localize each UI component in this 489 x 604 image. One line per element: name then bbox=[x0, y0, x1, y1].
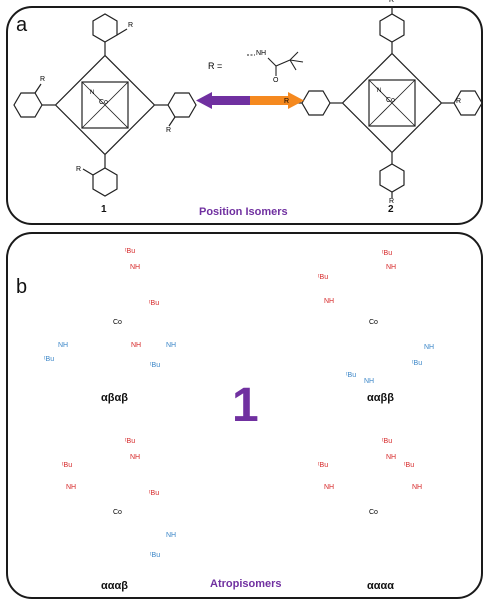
metal-label-1: Co bbox=[99, 99, 108, 106]
b3-nh-right: NH bbox=[166, 532, 177, 539]
b2-nh-bottom: NH bbox=[364, 378, 375, 385]
b4-tbu-right: ᵗBu bbox=[404, 462, 415, 469]
r-group-o: O bbox=[273, 77, 279, 84]
b-metal-3: Co bbox=[113, 509, 122, 516]
r-label-1c: R bbox=[166, 127, 172, 134]
b2-tbu-top: ᵗBu bbox=[382, 250, 393, 257]
n-label-1: N bbox=[90, 90, 95, 96]
b4-tbu-left: ᵗBu bbox=[318, 462, 329, 469]
b3-tbu-left: ᵗBu bbox=[62, 462, 73, 469]
porphyrin-2 bbox=[294, 6, 483, 198]
isomer-label-4: αααα bbox=[367, 580, 395, 592]
atropisomers-caption: Atropisomers bbox=[210, 578, 282, 590]
r-label-1b: R bbox=[40, 76, 46, 83]
b4-nh-right: NH bbox=[412, 484, 423, 491]
r-label-2c: R bbox=[284, 98, 290, 105]
r-definition: R = bbox=[208, 61, 223, 71]
center-compound-number: 1 bbox=[232, 379, 259, 432]
compound-2-label: 2 bbox=[388, 204, 394, 215]
b1-tbu-mid: ᵗBu bbox=[149, 300, 160, 307]
r-group-structure bbox=[247, 51, 304, 76]
position-isomers-caption: Position Isomers bbox=[199, 206, 288, 218]
b3-tbu-mid: ᵗBu bbox=[149, 490, 160, 497]
b-metal-2: Co bbox=[369, 319, 378, 326]
panel-b bbox=[6, 232, 483, 599]
b2-nh-left: NH bbox=[324, 298, 335, 305]
b2-nh-right: NH bbox=[424, 344, 435, 351]
b3-tbu-top: ᵗBu bbox=[125, 438, 136, 445]
b1-nh-top: NH bbox=[130, 264, 141, 271]
r-label-1a: R bbox=[128, 22, 134, 29]
isomer-label-1: αβαβ bbox=[101, 392, 128, 404]
compound-1-label: 1 bbox=[101, 204, 107, 215]
b2-tbu-bottom: ᵗBu bbox=[346, 372, 357, 379]
b-metal-1: Co bbox=[113, 319, 122, 326]
b1-nh-left: NH bbox=[58, 342, 69, 349]
b4-tbu-top: ᵗBu bbox=[382, 438, 393, 445]
r-label-2d: R bbox=[456, 98, 462, 105]
b1-nh-right: NH bbox=[166, 342, 177, 349]
panel-b-label: b bbox=[16, 276, 28, 298]
r-label-2b: R bbox=[389, 198, 395, 205]
b3-tbu-right: ᵗBu bbox=[150, 552, 161, 559]
panel-a bbox=[6, 6, 483, 225]
b2-nh-top: NH bbox=[386, 264, 397, 271]
b-metal-4: Co bbox=[369, 509, 378, 516]
b1-nh-bottom: NH bbox=[131, 342, 142, 349]
r-label-2a: R bbox=[389, 0, 395, 4]
panel-a-label: a bbox=[16, 14, 28, 36]
b1-tbu-top: ᵗBu bbox=[125, 248, 136, 255]
b2-tbu-right: ᵗBu bbox=[412, 360, 423, 367]
b1-tbu-left: ᵗBu bbox=[44, 356, 55, 363]
b3-nh-top: NH bbox=[130, 454, 141, 461]
metal-label-2: Co bbox=[386, 97, 395, 104]
b1-tbu-right: ᵗBu bbox=[150, 362, 161, 369]
b2-tbu-left: ᵗBu bbox=[318, 274, 329, 281]
position-isomer-arrow bbox=[196, 92, 304, 109]
b3-nh-left: NH bbox=[66, 484, 77, 491]
isomer-label-3: αααβ bbox=[101, 580, 129, 592]
b4-nh-left: NH bbox=[324, 484, 335, 491]
r-group-nh: NH bbox=[256, 50, 267, 57]
b4-nh-top: NH bbox=[386, 454, 397, 461]
isomer-label-2: ααββ bbox=[367, 392, 394, 404]
n-label-2: N bbox=[377, 88, 382, 94]
r-label-1d: R bbox=[76, 166, 82, 173]
porphyrin-1 bbox=[13, 13, 197, 197]
